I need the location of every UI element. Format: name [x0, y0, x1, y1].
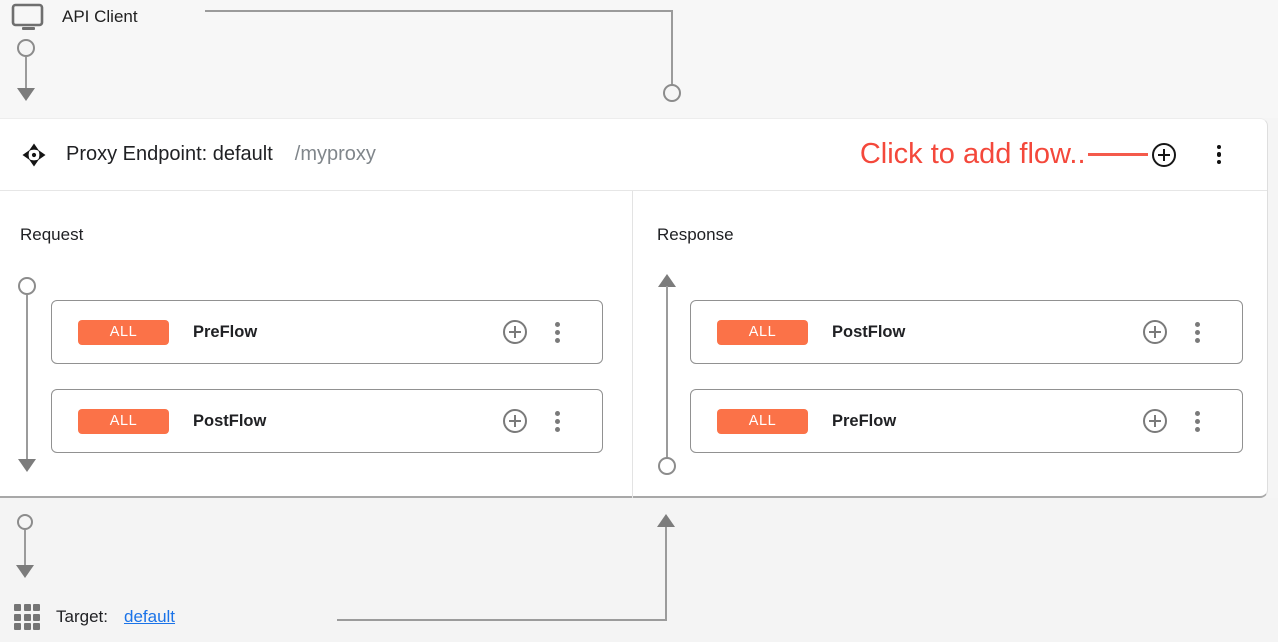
- proxy-endpoint-title: Proxy Endpoint: default: [66, 143, 273, 165]
- target-label: Target:: [56, 607, 108, 626]
- connector-response-line: [666, 286, 668, 458]
- proxy-endpoint-card: Proxy Endpoint: default /myproxy Click t…: [0, 118, 1268, 498]
- endpoint-menu-button[interactable]: [1211, 141, 1228, 169]
- request-panel-label: Request: [20, 225, 84, 244]
- connector-client-top: [205, 10, 673, 12]
- api-client-label: API Client: [62, 7, 138, 26]
- condition-badge: ALL: [78, 319, 169, 345]
- connector-node: [17, 39, 35, 57]
- target-grid-icon: [14, 604, 40, 630]
- add-policy-button[interactable]: [1143, 320, 1167, 344]
- response-preflow-card[interactable]: ALL PreFlow: [690, 389, 1243, 453]
- add-policy-button[interactable]: [1143, 409, 1167, 433]
- api-client-section: API Client: [0, 0, 1278, 118]
- response-postflow-card[interactable]: ALL PostFlow: [690, 300, 1243, 364]
- proxy-endpoint-path: /myproxy: [294, 143, 376, 165]
- flow-menu-button[interactable]: [1189, 318, 1206, 347]
- flow-menu-button[interactable]: [549, 407, 566, 436]
- response-panel-label: Response: [657, 225, 734, 244]
- connector-client-down: [671, 10, 673, 85]
- target-section: Target: default: [0, 498, 1278, 642]
- flow-name: PostFlow: [193, 411, 267, 430]
- flow-name: PreFlow: [832, 411, 897, 430]
- connector-node: [658, 457, 676, 475]
- panel-divider: [632, 191, 633, 498]
- flow-name: PreFlow: [193, 322, 258, 341]
- monitor-icon: [11, 3, 44, 30]
- connector-request-line: [26, 295, 28, 459]
- connector-target-bottom: [337, 619, 667, 621]
- connector-node: [663, 84, 681, 102]
- connector-node: [18, 277, 36, 295]
- add-policy-button[interactable]: [503, 320, 527, 344]
- annotation-pointer-line: [1087, 153, 1148, 156]
- request-preflow-card[interactable]: ALL PreFlow: [51, 300, 603, 364]
- endpoint-arrows-icon: [22, 143, 46, 166]
- arrow-up-icon: [658, 274, 676, 287]
- connector-node: [17, 514, 33, 530]
- connector-left-down: [25, 57, 27, 89]
- condition-badge: ALL: [717, 408, 808, 434]
- add-flow-button[interactable]: [1151, 142, 1176, 167]
- flow-menu-button[interactable]: [549, 318, 566, 347]
- arrow-down-icon: [17, 88, 35, 101]
- condition-badge: ALL: [717, 319, 808, 345]
- annotation-period: .: [1077, 138, 1086, 170]
- condition-badge: ALL: [78, 408, 169, 434]
- request-postflow-card[interactable]: ALL PostFlow: [51, 389, 603, 453]
- arrow-down-icon: [18, 459, 36, 472]
- click-to-add-flow-annotation: Click to add flow.: [859, 138, 1078, 170]
- arrow-down-icon: [16, 565, 34, 578]
- target-default-link[interactable]: default: [123, 607, 176, 626]
- connector-left-down: [24, 530, 26, 566]
- arrow-up-icon: [657, 514, 675, 527]
- proxy-endpoint-header: Proxy Endpoint: default /myproxy Click t…: [0, 119, 1267, 191]
- flow-name: PostFlow: [832, 322, 906, 341]
- flow-menu-button[interactable]: [1189, 407, 1206, 436]
- connector-target-up: [665, 527, 667, 620]
- add-policy-button[interactable]: [503, 409, 527, 433]
